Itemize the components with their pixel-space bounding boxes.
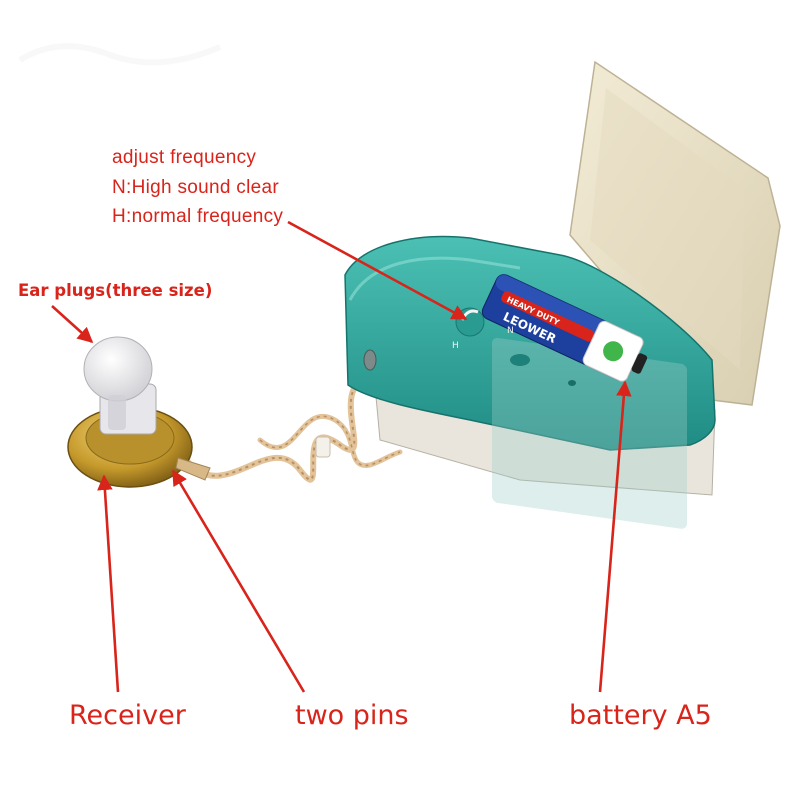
battery-aa: LEOWER HEAVY DUTY	[481, 274, 648, 382]
battery-annotation: battery A5	[569, 700, 712, 731]
switch-mark-n: N	[507, 326, 514, 336]
arrow-to-receiver	[97, 474, 120, 693]
arrow-to-earplug	[51, 305, 94, 344]
frequency-line-1: adjust frequency	[112, 147, 257, 168]
earplugs-annotation: Ear plugs(three size)	[18, 281, 213, 300]
frequency-line-2: N:High sound clear	[112, 176, 279, 198]
switch-marks: H N	[452, 326, 514, 351]
arrow-to-battery	[598, 380, 632, 693]
frequency-annotation: adjust frequency N:High sound clear H:no…	[112, 143, 283, 232]
arrow-to-pins	[171, 469, 306, 693]
arrow-to-switch	[287, 220, 468, 321]
switch-mark-h: H	[452, 341, 459, 351]
two-pins-annotation: two pins	[295, 700, 409, 731]
watermark	[18, 43, 222, 66]
frequency-line-3: H:normal frequency	[112, 206, 284, 227]
earplug-receiver	[67, 336, 211, 488]
annotation-arrows	[51, 220, 632, 693]
receiver-annotation: Receiver	[69, 700, 186, 731]
